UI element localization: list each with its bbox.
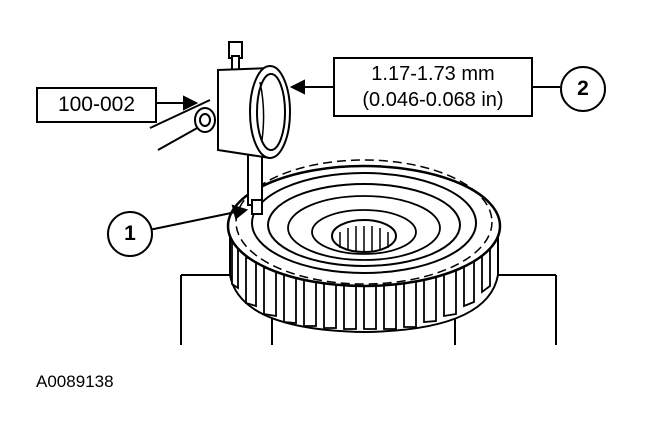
spec-imperial: (0.046-0.068 in) [362,89,504,111]
callout-2: 2 [560,66,606,112]
hub-splines [339,226,389,252]
spec-metric: 1.17-1.73 mm [371,63,495,85]
specification-label: 1.17-1.73 mm (0.046-0.068 in) [333,57,533,117]
gear-drum [226,159,502,334]
callout-1: 1 [107,211,153,257]
leader-lines [148,79,560,231]
support-block [180,274,557,345]
tool-number-label: 100-002 [36,87,157,123]
gear-teeth [231,239,491,330]
figure-id: A0089138 [36,372,114,391]
dial-indicator [149,41,291,215]
